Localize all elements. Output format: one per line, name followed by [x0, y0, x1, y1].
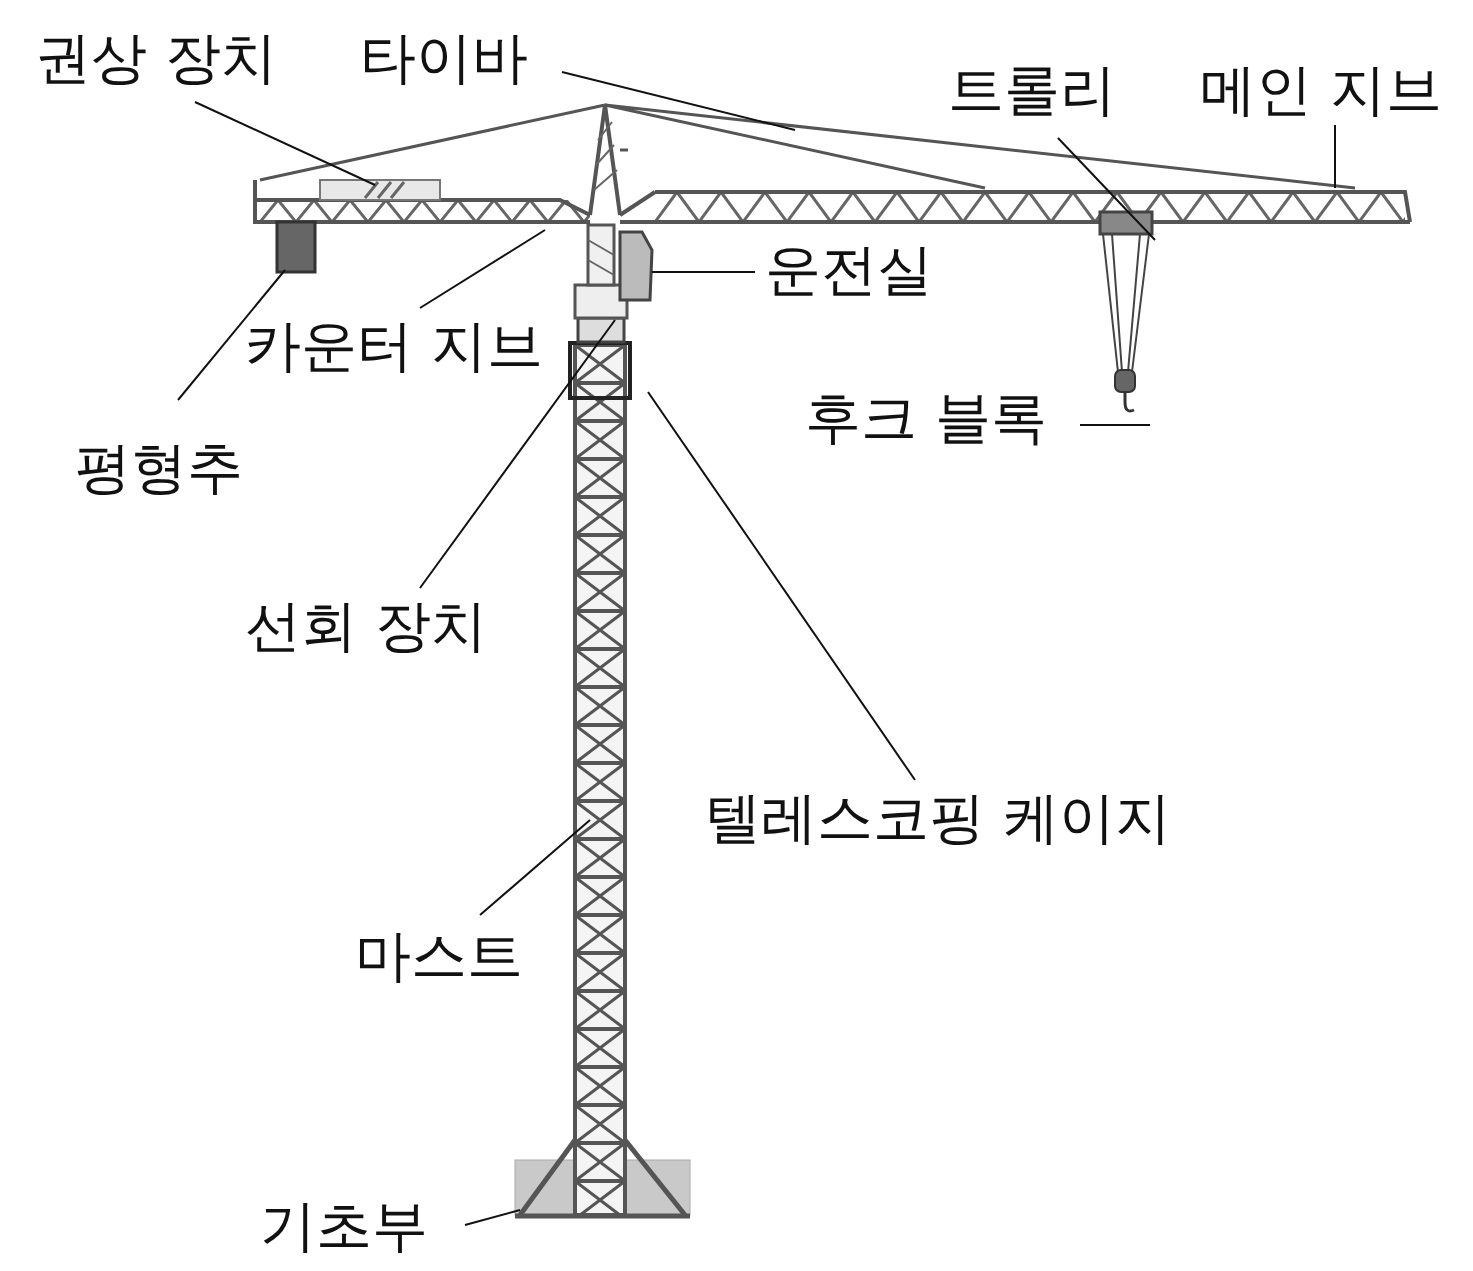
part-label: 메인 지브	[1200, 62, 1442, 118]
part-label: 후크 블록	[805, 390, 1047, 446]
part-label: 텔레스코핑 케이지	[705, 790, 1171, 846]
part-label: 선회 장치	[245, 598, 487, 654]
part-label: 기초부	[260, 1198, 428, 1254]
part-label: 평형추	[75, 440, 243, 496]
part-label: 타이바	[360, 30, 528, 86]
part-label: 카운터 지브	[245, 318, 543, 374]
part-label: 트롤리	[948, 62, 1116, 118]
part-label: 마스트	[355, 928, 523, 984]
part-label: 운전실	[765, 242, 933, 298]
part-label: 권상 장치	[35, 30, 277, 86]
